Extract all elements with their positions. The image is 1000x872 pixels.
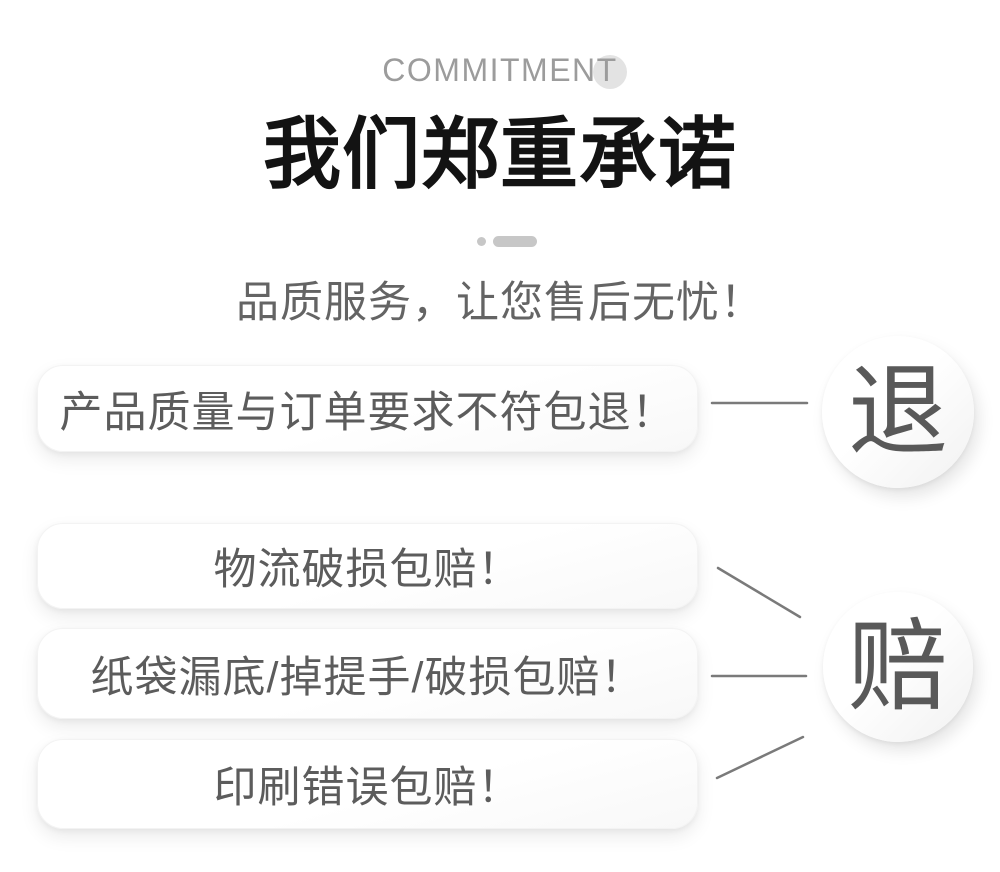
- guarantee-pill-quality-return: 产品质量与订单要求不符包退！: [37, 365, 698, 452]
- eyebrow-accent-circle: [593, 55, 627, 89]
- return-badge-label: 退: [848, 356, 948, 468]
- connector-line-compensate-bottom: [715, 735, 805, 780]
- guarantee-pill-label: 产品质量与订单要求不符包退！: [59, 388, 676, 437]
- guarantee-pill-label: 物流破损包赔！: [213, 546, 522, 594]
- subtitle-text: 品质服务，让您售后无忧！: [236, 279, 764, 327]
- page-title: 我们郑重承诺: [262, 110, 737, 198]
- connector-line-compensate-top: [716, 566, 802, 619]
- title-divider: [477, 236, 537, 247]
- compensate-badge-label: 赔: [848, 611, 948, 723]
- divider-dash: [493, 236, 537, 247]
- compensate-badge: 赔: [823, 592, 973, 742]
- guarantee-pill-bag-defects: 纸袋漏底/掉提手/破损包赔！: [37, 628, 698, 719]
- guarantee-pill-print-error: 印刷错误包赔！: [37, 739, 698, 829]
- guarantee-pill-logistics-damage: 物流破损包赔！: [37, 523, 698, 609]
- divider-dot: [477, 237, 486, 246]
- guarantee-pill-label: 纸袋漏底/掉提手/破损包赔！: [90, 653, 645, 702]
- guarantee-pill-label: 印刷错误包赔！: [213, 764, 522, 812]
- return-badge: 退: [822, 336, 974, 488]
- eyebrow-text: COMMITMENT: [382, 52, 618, 88]
